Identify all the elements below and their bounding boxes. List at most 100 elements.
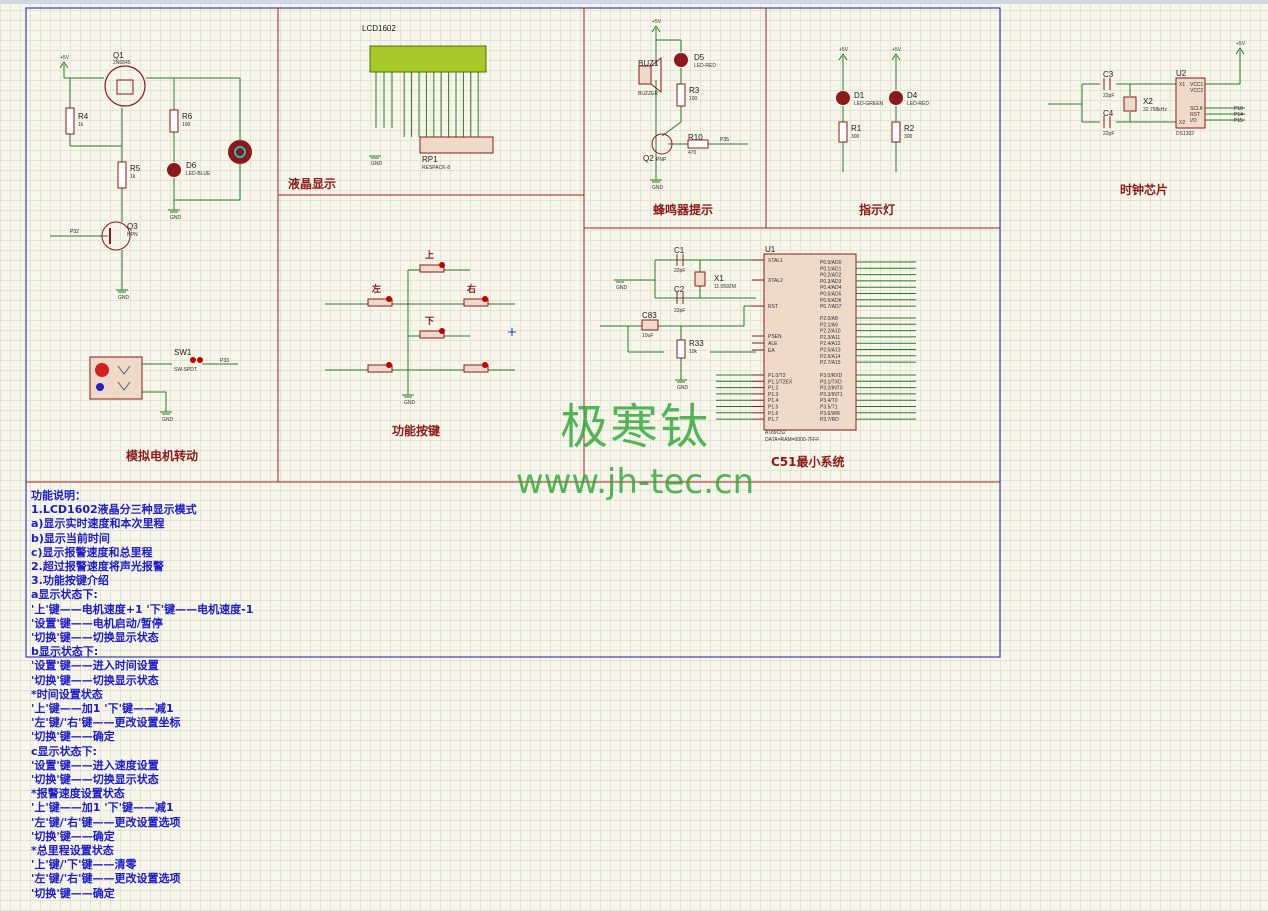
watermark-name: 极寒钛 [559, 399, 710, 455]
vcc-label: +5V [652, 19, 662, 25]
u1-pin-label: P0.1/AD1 [820, 266, 842, 272]
c3-ref: C3 [1103, 70, 1114, 79]
r33-resistor[interactable]: R33 10k [676, 339, 704, 359]
q1-value: 2N6845 [113, 60, 131, 66]
x1-crystal[interactable]: X1 11.0592M [694, 271, 736, 290]
r4-resistor[interactable]: R4 1k [65, 107, 89, 135]
q3-transistor[interactable]: Q3 NPN [101, 221, 138, 251]
r10-resistor[interactable]: R10 470 [687, 133, 709, 156]
lcd-module[interactable] [369, 45, 487, 73]
mcu-wires [600, 259, 756, 380]
key-down[interactable]: 下 [419, 316, 445, 339]
rp1-respack[interactable]: RP1 RESPACK-8 [419, 136, 494, 171]
description-line: a)显示实时速度和本次里程 [31, 517, 165, 531]
d5-led[interactable]: D5 LED-RED [674, 53, 716, 69]
c3-value: 22pF [1103, 93, 1114, 99]
c83-value: 10uF [642, 333, 653, 339]
x2-ref: X2 [1143, 97, 1153, 106]
outer-frame [25, 7, 1001, 658]
u1-pin-label: PSEN [768, 334, 782, 340]
description-line: '切换'键——确定 [31, 730, 115, 744]
q1-transistor[interactable]: Q1 2N6845 [104, 51, 146, 107]
r6-resistor[interactable]: R6 100 [169, 109, 193, 133]
d6-led[interactable]: D6 LED-BLUE [167, 161, 211, 177]
function-description: 功能说明：1.LCD1602液晶分三种显示模式 a)显示实时速度和本次里程 b)… [31, 489, 451, 901]
description-line: '上'键——加1 '下'键——减1 [31, 702, 174, 716]
gnd-label: GND [371, 161, 383, 167]
u2-pin-label: VCC2 [1190, 88, 1204, 94]
c1-capacitor[interactable]: C1 22pF [674, 246, 685, 274]
q2-value: PNP [656, 157, 667, 163]
sw1-switch[interactable]: SW1 SW-SPDT [89, 348, 203, 400]
buzzer-wires [655, 28, 748, 180]
sw1-value: SW-SPDT [174, 367, 197, 373]
description-line: '设置'键——电机启动/暂停 [31, 616, 163, 630]
description-line: '左'键/'右'键——更改设置选项 [31, 815, 181, 829]
buz1-ref: BUZ1 [638, 59, 659, 68]
description-line: c)显示报警速度和总里程 [31, 545, 153, 559]
net-p32: P32 [70, 229, 79, 235]
r3-ref: R3 [689, 86, 700, 95]
section-label-motor: 模拟电机转动 [126, 448, 198, 463]
description-line: '左'键/'右'键——更改设置选项 [31, 872, 181, 886]
u2-pin-label: X2 [1179, 120, 1185, 126]
d4-value: LED-RED [907, 101, 929, 107]
u1-pin-label: P2.4/A12 [820, 341, 841, 347]
key-left[interactable]: 左 [367, 283, 393, 307]
u1-pin-label: XTAL2 [768, 278, 783, 284]
vcc-arrow-icon [59, 61, 69, 69]
vcc-arrow-icon [891, 53, 901, 61]
gnd-label: GND [170, 215, 182, 221]
net-p14: P14 [1234, 112, 1243, 118]
u1-pin-label: P3.7/RD [820, 417, 839, 423]
section-label-keys: 功能按键 [392, 423, 440, 438]
key-right[interactable]: 右 [463, 283, 489, 307]
motor-icon[interactable] [228, 140, 252, 164]
r10-ref: R10 [688, 133, 703, 142]
c4-capacitor[interactable]: C4 22pF [1103, 109, 1114, 137]
u1-pin-label: P1.2 [768, 386, 779, 392]
key-set[interactable] [367, 362, 393, 373]
u2-pin-label: VCC1 [1190, 82, 1204, 88]
vcc-arrow-icon [838, 53, 848, 61]
u1-pin-label: P3.0/RXD [820, 373, 843, 379]
r6-value: 100 [182, 122, 191, 128]
key-left-label: 左 [371, 283, 381, 295]
d1-led[interactable]: D1 LED-GREEN [836, 91, 884, 107]
r3-resistor[interactable]: R3 100 [676, 83, 700, 107]
vcc-arrow-icon [1235, 47, 1245, 55]
u1-pin-label: P0.7/AD7 [820, 304, 842, 310]
c83-capacitor[interactable]: C83 10uF [641, 311, 659, 339]
buz1-buzzer[interactable]: BUZ1 BUZZER [638, 56, 662, 97]
motor-wires [50, 64, 241, 412]
section-label-clock: 时钟芯片 [1120, 182, 1168, 197]
u1-at89c52[interactable]: U1 AT89C52 DATA=RAM=0000-7FFF [763, 245, 857, 443]
u2-ds1302[interactable]: U2 DS1302 [1175, 69, 1206, 137]
rp1-ref: RP1 [422, 155, 438, 164]
key-switch[interactable] [463, 362, 489, 373]
c2-capacitor[interactable]: C2 22pF [674, 285, 685, 314]
r1-value: 300 [851, 134, 860, 140]
r5-resistor[interactable]: R5 1k [117, 161, 141, 189]
x2-crystal[interactable]: X2 32.768kHz [1123, 96, 1167, 113]
description-line: 3.功能按键介绍 [31, 574, 109, 588]
net-p15: P15 [1234, 118, 1243, 124]
d5-ref: D5 [694, 53, 705, 62]
r2-resistor[interactable]: R2 300 [891, 121, 915, 143]
q2-ref: Q2 [643, 154, 654, 163]
c3-capacitor[interactable]: C3 22pF [1103, 70, 1114, 99]
u1-pin-label: P3.6/WR [820, 411, 840, 417]
q3-value: NPN [127, 232, 138, 238]
u2-value: DS1302 [1176, 131, 1194, 137]
key-up[interactable]: 上 [419, 249, 445, 273]
r1-resistor[interactable]: R1 300 [838, 121, 862, 143]
r4-value: 1k [78, 122, 84, 128]
q2-transistor[interactable]: Q2 PNP [643, 133, 673, 163]
d5-value: LED-RED [694, 63, 716, 69]
vcc-label: +5V [839, 47, 849, 53]
description-line: '切换'键——切换显示状态 [31, 773, 159, 787]
d4-led[interactable]: D4 LED-RED [889, 91, 929, 107]
x2-value: 32.768kHz [1143, 107, 1167, 113]
u1-pin-label: P1.4 [768, 398, 779, 404]
